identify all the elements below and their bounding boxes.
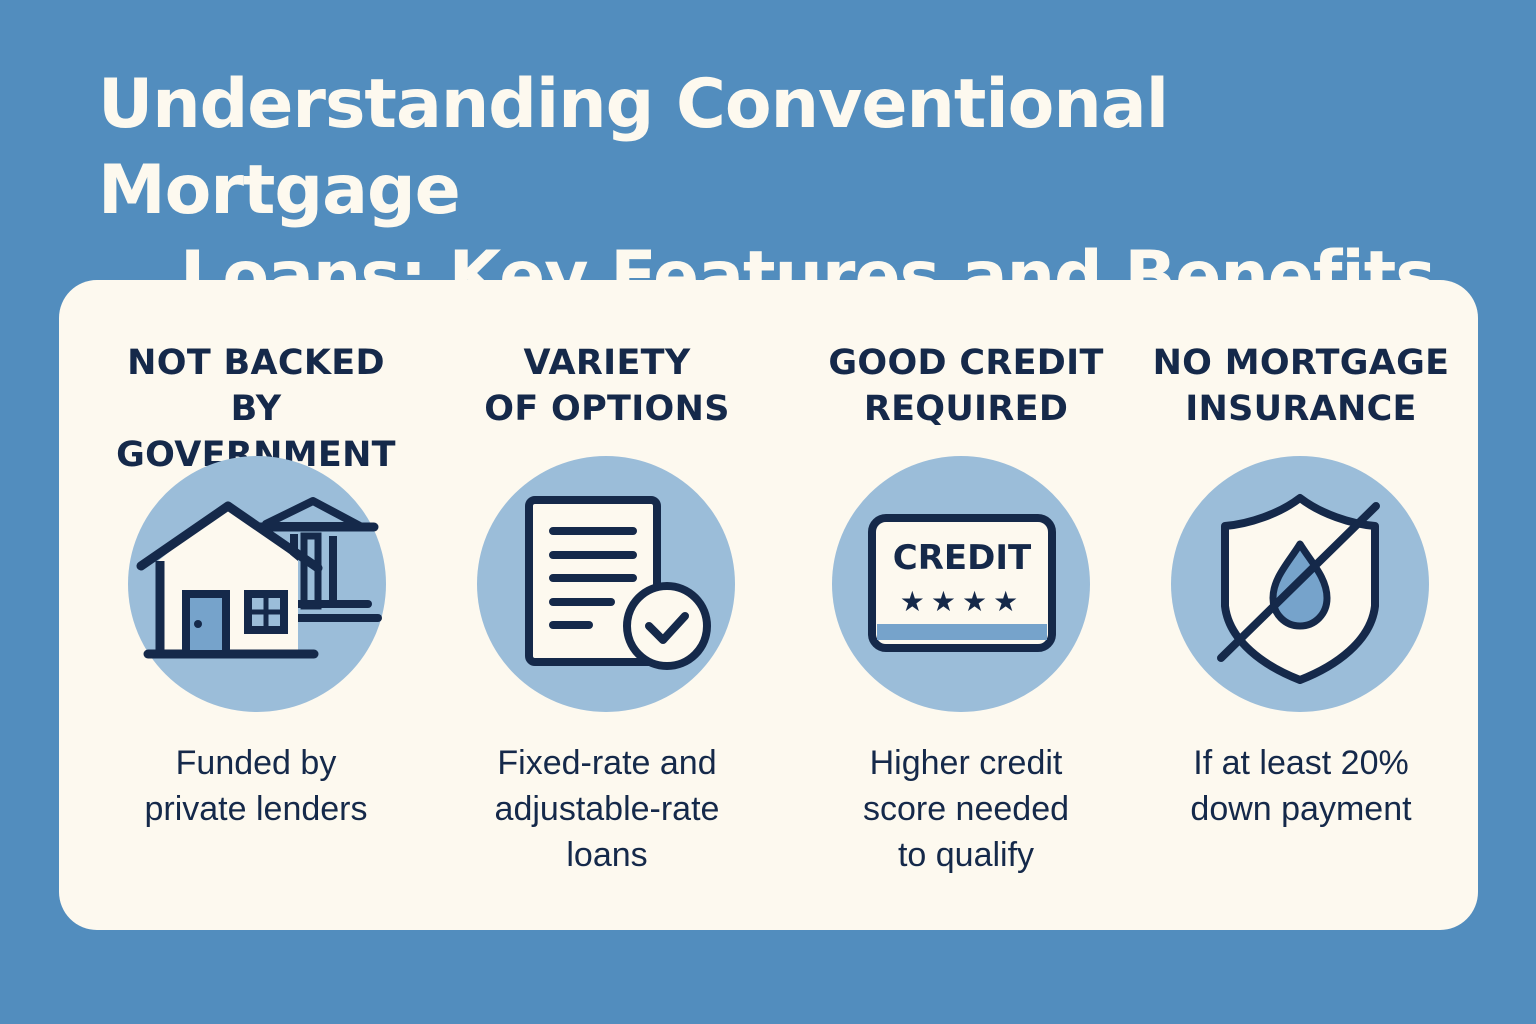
heading-line: REQUIRED [863, 389, 1069, 429]
house-bank-icon [128, 456, 386, 712]
desc-line: Funded by [175, 744, 337, 782]
heading-line: VARIETY [523, 343, 691, 383]
document-check-icon [477, 456, 735, 712]
heading-line: GOOD CREDIT [828, 343, 1104, 383]
feature-heading: VARIETY OF OPTIONS [437, 340, 777, 432]
heading-line: INSURANCE [1185, 389, 1417, 429]
heading-line: NOT BACKED [127, 343, 385, 383]
feature-heading: NO MORTGAGE INSURANCE [1131, 340, 1471, 432]
features-card: NOT BACKED BY GOVERNMENT [59, 280, 1478, 930]
feature-description: Funded by private lenders [86, 740, 426, 832]
heading-line: NO MORTGAGE [1152, 343, 1450, 383]
desc-line: down payment [1190, 790, 1412, 828]
desc-line: adjustable-rate [494, 790, 720, 828]
shield-crossed-out-icon [1171, 456, 1429, 712]
feature-description: Fixed-rate and adjustable-rate loans [437, 740, 777, 878]
feature-heading: GOOD CREDIT REQUIRED [796, 340, 1136, 432]
svg-text:CREDIT: CREDIT [893, 538, 1032, 578]
desc-line: Higher credit [869, 744, 1063, 782]
desc-line: to qualify [897, 836, 1035, 874]
title-line-1: Understanding Conventional Mortgage [98, 65, 1169, 230]
desc-line: private lenders [144, 790, 368, 828]
desc-line: If at least 20% [1193, 744, 1409, 782]
svg-text:★★★★: ★★★★ [900, 585, 1024, 618]
heading-line: OF OPTIONS [484, 389, 730, 429]
desc-line: score needed [862, 790, 1070, 828]
desc-line: Fixed-rate and [497, 744, 717, 782]
credit-card-stars-icon: CREDIT ★★★★ [832, 456, 1090, 712]
feature-description: Higher credit score needed to qualify [796, 740, 1136, 878]
feature-heading: NOT BACKED BY GOVERNMENT [86, 340, 426, 478]
desc-line: loans [566, 836, 648, 874]
feature-description: If at least 20% down payment [1131, 740, 1471, 832]
